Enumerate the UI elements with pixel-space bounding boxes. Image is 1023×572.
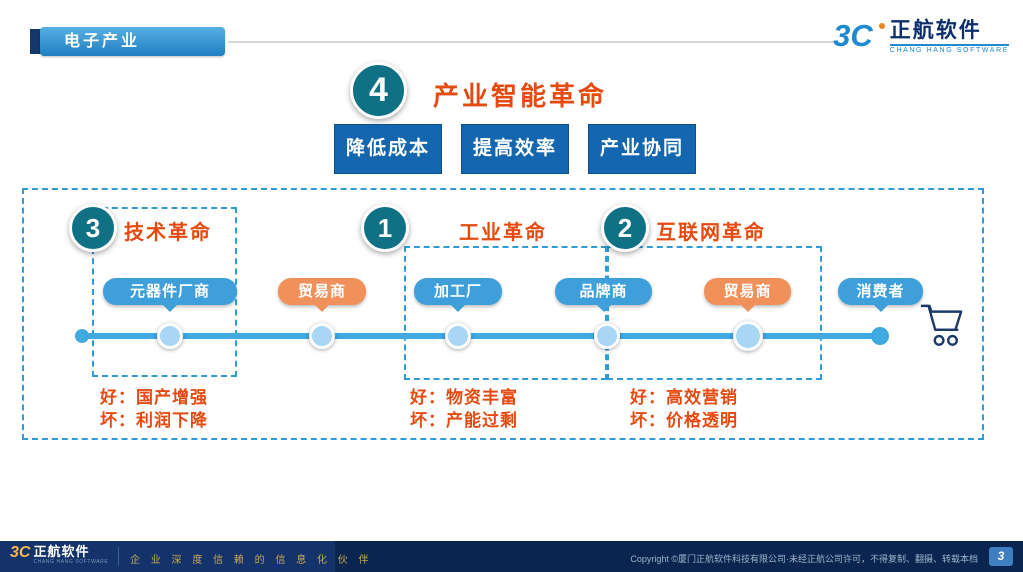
pill-trader2: 贸易商 bbox=[704, 278, 791, 305]
footer-logo-3c-icon: 3C bbox=[10, 544, 31, 561]
footer-tagline: 企 业 深 度 信 赖 的 信 息 化 伙 伴 bbox=[130, 555, 373, 566]
pill-trader1: 贸易商 bbox=[278, 278, 366, 305]
logo-dot-icon bbox=[878, 23, 885, 29]
annotation-stage3: 好：国产增强 坏：利润下降 bbox=[100, 386, 208, 432]
benefit-box-synergy: 产业协同 bbox=[588, 124, 697, 174]
footer-left-block bbox=[0, 541, 335, 572]
logo-3c-icon: 3C bbox=[833, 18, 873, 53]
outer-dashed-box bbox=[22, 188, 984, 440]
annotation-good: 好：国产增强 bbox=[100, 388, 208, 407]
timeline-start-dot bbox=[75, 329, 89, 343]
annotation-bad: 坏：利润下降 bbox=[100, 411, 208, 430]
benefit-boxes: 降低成本 提高效率 产业协同 bbox=[334, 124, 697, 174]
timeline-end-dot bbox=[871, 327, 889, 345]
stage2-title: 互联网革命 bbox=[656, 222, 766, 244]
pill-brand: 品牌商 bbox=[555, 278, 652, 305]
stage2-number-circle: 2 bbox=[601, 204, 649, 252]
annotation-stage2: 好：高效营销 坏：价格透明 bbox=[630, 386, 738, 432]
stage1-dashed-box bbox=[404, 246, 607, 380]
timeline-node-components bbox=[157, 323, 183, 349]
pill-factory: 加工厂 bbox=[414, 278, 502, 305]
page-number-badge: 3 bbox=[989, 547, 1013, 566]
stage3-number-circle: 3 bbox=[69, 204, 117, 252]
timeline-line bbox=[80, 333, 880, 339]
benefit-box-cost: 降低成本 bbox=[334, 124, 443, 174]
brand-logo: 3C 正航软件 CHANG HANG SOFTWARE bbox=[833, 19, 1009, 54]
logo-company-name: 正航软件 bbox=[889, 19, 982, 42]
annotation-good: 好：高效营销 bbox=[630, 388, 738, 407]
page-title: 电子产业 bbox=[40, 27, 225, 56]
stage1-title: 工业革命 bbox=[459, 222, 547, 244]
stage3-title: 技术革命 bbox=[124, 222, 212, 244]
footer-logo-subtitle: CHANG HANG SOFTWARE bbox=[33, 559, 109, 565]
stage4-number-circle: 4 bbox=[350, 62, 407, 119]
annotation-good: 好：物资丰富 bbox=[410, 388, 518, 407]
stage4-title: 产业智能革命 bbox=[433, 81, 608, 111]
footer-bar: 3C 正航软件 CHANG HANG SOFTWARE 企 业 深 度 信 赖 … bbox=[0, 541, 1023, 572]
shopping-cart-icon bbox=[920, 304, 963, 346]
timeline-node-trader1 bbox=[309, 323, 335, 349]
stage2-dashed-box bbox=[607, 246, 822, 380]
logo-company-subtitle: CHANG HANG SOFTWARE bbox=[889, 44, 1009, 54]
footer-divider bbox=[118, 547, 119, 566]
benefit-box-efficiency: 提高效率 bbox=[461, 124, 570, 174]
footer-logo-name: 正航软件 bbox=[33, 544, 90, 559]
footer-copyright: Copyright ©厦门正航软件科技有限公司·未经正航公司许可，不得复制、翻摄… bbox=[630, 554, 978, 564]
pill-consumer: 消费者 bbox=[838, 278, 923, 305]
header-divider-line bbox=[228, 41, 836, 43]
annotation-stage1: 好：物资丰富 坏：产能过剩 bbox=[410, 386, 518, 432]
timeline-node-brand bbox=[594, 323, 620, 349]
timeline-node-trader2 bbox=[733, 321, 763, 351]
annotation-bad: 坏：价格透明 bbox=[630, 411, 738, 430]
footer-logo: 3C 正航软件 CHANG HANG SOFTWARE bbox=[10, 544, 108, 565]
annotation-bad: 坏：产能过剩 bbox=[410, 411, 518, 430]
timeline-node-factory bbox=[445, 323, 471, 349]
stage1-number-circle: 1 bbox=[361, 204, 409, 252]
pill-components: 元器件厂商 bbox=[103, 278, 237, 305]
